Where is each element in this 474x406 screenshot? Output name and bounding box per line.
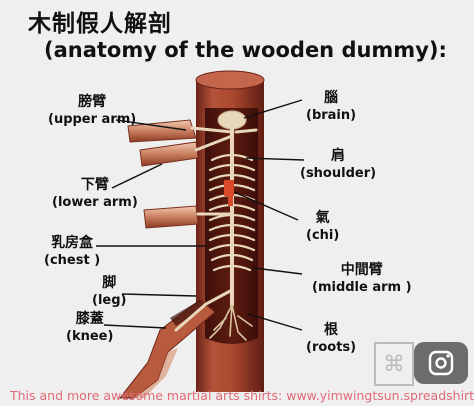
skeleton	[174, 110, 258, 341]
label-middle-arm: 中間臂 (middle arm )	[312, 262, 412, 296]
leader-lines	[96, 99, 305, 331]
label-brain-zh: 腦	[324, 90, 339, 106]
label-chi: 氣 (chi)	[306, 210, 339, 244]
label-chest-en: (chest )	[44, 252, 101, 268]
leg-shape	[118, 299, 216, 399]
label-middle-arm-en: (middle arm )	[312, 279, 412, 295]
label-shoulder: 肩 (shoulder)	[300, 148, 376, 182]
chi-core	[224, 180, 234, 206]
label-brain-en: (brain)	[306, 107, 357, 123]
label-roots-zh: 根	[324, 322, 339, 338]
label-brain: 腦 (brain)	[306, 90, 356, 124]
label-roots: 根 (roots)	[306, 322, 356, 356]
label-knee-en: (knee)	[66, 328, 114, 344]
label-upper-arm-en: (upper arm)	[48, 111, 137, 127]
middle-arm-shape	[143, 205, 199, 229]
label-shoulder-zh: 肩	[331, 148, 346, 164]
seal-stamp-icon: ⌘	[374, 342, 414, 386]
label-lower-arm-zh: 下臂	[80, 177, 109, 193]
label-leg-zh: 脚	[102, 275, 117, 291]
label-chi-en: (chi)	[306, 227, 340, 243]
label-lower-arm-en: (lower arm)	[52, 194, 138, 210]
label-lower-arm: 下臂 (lower arm)	[52, 177, 138, 211]
label-chest: 乳房盒 (chest )	[44, 235, 100, 269]
label-knee: 膝蓋 (knee)	[66, 311, 113, 345]
label-upper-arm-zh: 膀臂	[78, 94, 107, 110]
label-knee-zh: 膝蓋	[75, 311, 104, 327]
upper-arm-shape	[127, 119, 199, 167]
label-leg: 脚 (leg)	[92, 275, 126, 309]
label-chi-zh: 氣	[315, 210, 330, 226]
lens-search-icon	[428, 350, 454, 376]
lens-search-button[interactable]	[414, 342, 468, 384]
label-chest-zh: 乳房盒	[51, 235, 94, 251]
footer-credit: This and more awesome martial arts shirt…	[10, 388, 474, 403]
page-title: 木制假人解剖	[28, 11, 172, 37]
label-upper-arm: 膀臂 (upper arm)	[48, 94, 136, 128]
label-shoulder-en: (shoulder)	[300, 165, 377, 181]
label-middle-arm-zh: 中間臂	[340, 262, 383, 278]
label-leg-en: (leg)	[92, 292, 127, 308]
page-subtitle: (anatomy of the wooden dummy):	[44, 38, 447, 62]
label-roots-en: (roots)	[306, 339, 357, 355]
